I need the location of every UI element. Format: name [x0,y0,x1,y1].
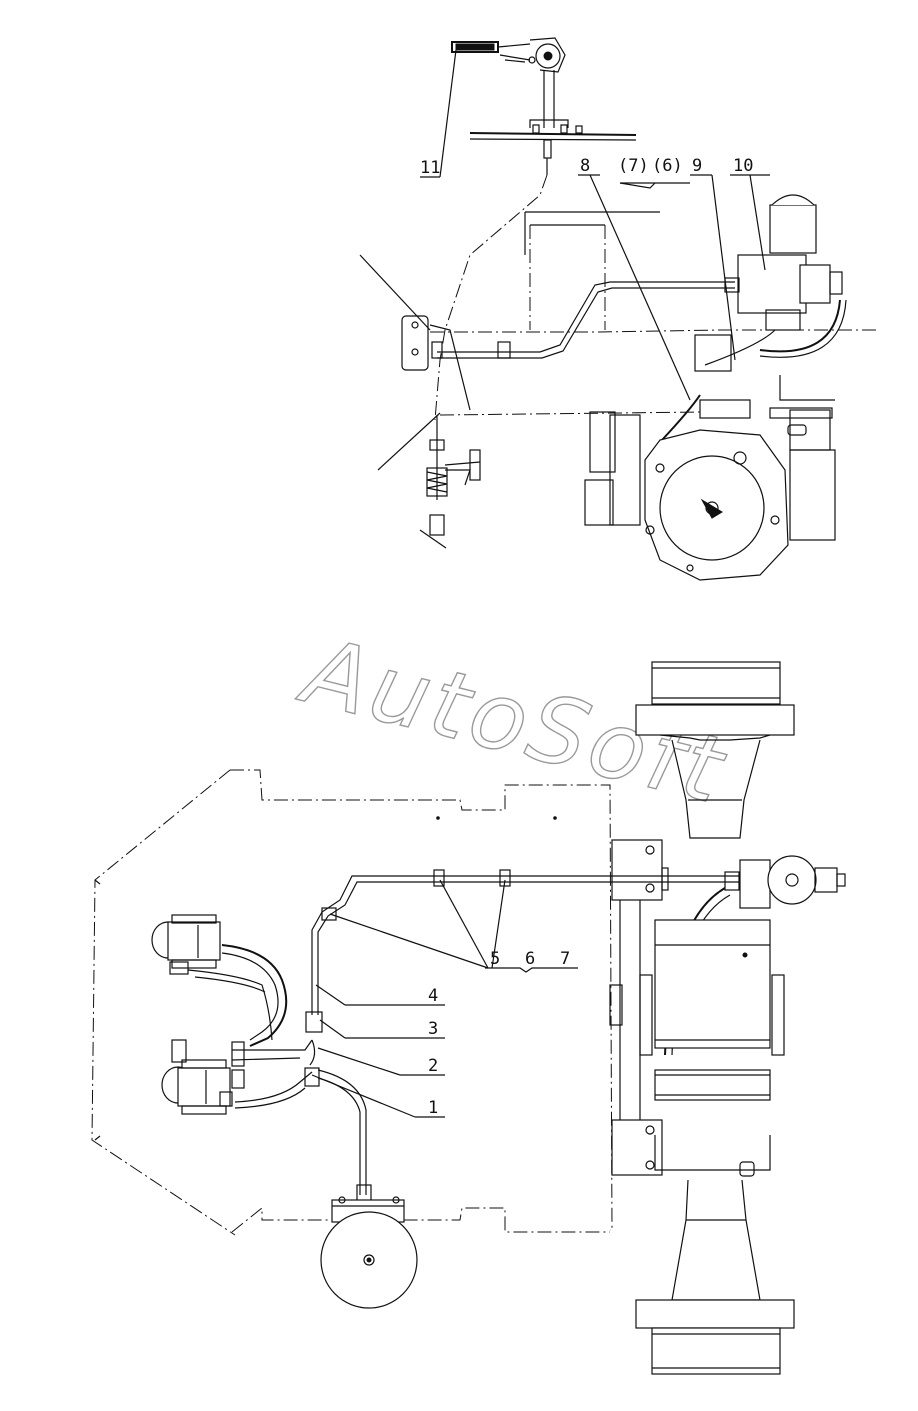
brake-hoses [187,944,313,1109]
axle-center [654,919,771,1171]
wheel-upper [635,661,795,839]
brake-pedal-lever [451,37,637,175]
brake-chamber-upper [151,914,221,975]
callout-5: 5 [490,949,500,969]
top-view: 11 8 (7) (6) 9 10 [359,37,880,581]
parking-drum [320,1196,418,1309]
callout-2: 2 [428,1056,438,1076]
bottom-view: 5 6 7 4 3 2 1 [91,661,846,1375]
callout-10: 10 [733,156,753,176]
air-booster [724,194,847,358]
callout-6: 6 [525,949,535,969]
callout-4: 4 [428,986,438,1006]
callout-11: 11 [420,158,440,178]
brake-line-top [359,254,735,471]
brake-pipe-main [305,869,740,1066]
callout-7: 7 [560,949,570,969]
frame-rail-right [609,839,785,1176]
wheel-assembly-top [584,329,836,581]
callout-7-bracketed: (7) [618,156,649,176]
lower-linkage [419,415,481,549]
tee-and-drum-line [304,1067,372,1208]
callout-6-bracketed: (6) [652,156,683,176]
booster-bottom [664,855,846,1056]
callout-8: 8 [580,156,590,176]
callout-1: 1 [428,1098,438,1118]
callout-9: 9 [692,156,702,176]
frame-outline-bottom [91,769,613,1236]
leaders-bottom [311,879,578,1118]
brake-chamber-lower [161,1039,231,1115]
leaders-top [420,49,770,401]
wheel-lower [635,1161,795,1375]
callout-3: 3 [428,1019,438,1039]
